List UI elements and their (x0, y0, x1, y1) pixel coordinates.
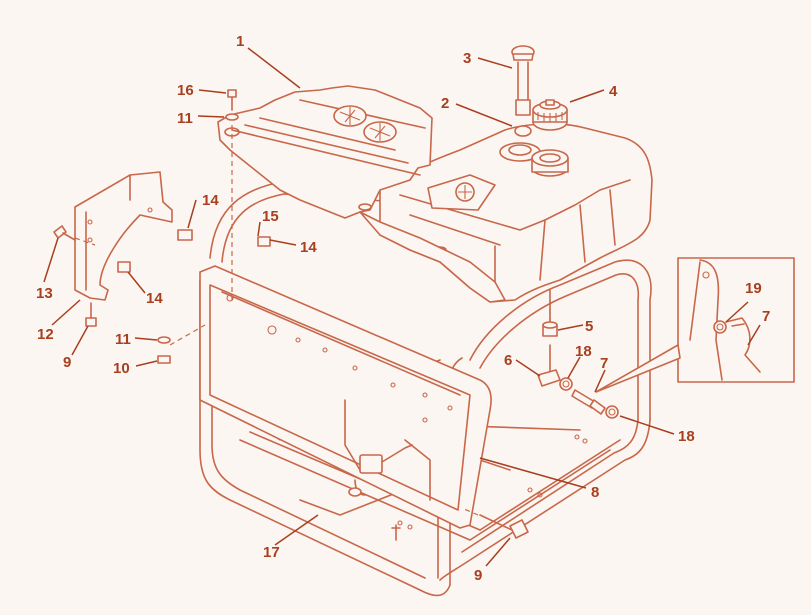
clips (117, 229, 271, 273)
callout-5: 5 (585, 318, 593, 335)
callout-19: 19 (745, 280, 762, 297)
callout-9-bottom: 9 (474, 567, 482, 584)
shroud-rear (359, 211, 506, 303)
detail-inset (595, 257, 795, 393)
callout-14-left: 14 (146, 290, 163, 307)
callout-12: 12 (37, 326, 54, 343)
callout-2: 2 (441, 95, 449, 112)
callout-15: 15 (262, 208, 279, 225)
callout-13: 13 (36, 285, 53, 302)
callout-11-mid: 11 (115, 331, 131, 348)
side-bracket (74, 171, 173, 301)
control-panel (199, 265, 492, 529)
callout-18-bottom: 18 (678, 428, 695, 445)
callout-6: 6 (504, 352, 512, 369)
callout-9-left: 9 (63, 354, 71, 371)
fasteners (53, 89, 619, 539)
assembly-lines (74, 125, 551, 516)
callout-7-inset: 7 (762, 308, 770, 325)
callout-8: 8 (591, 484, 599, 501)
tank-shroud (217, 85, 447, 254)
callout-17: 17 (263, 544, 280, 561)
callout-14-mid: 14 (300, 239, 317, 256)
callout-10: 10 (113, 360, 130, 377)
callout-18-top: 18 (575, 343, 592, 360)
leader-lines (43, 47, 761, 567)
callout-16: 16 (177, 82, 194, 99)
callout-11-top: 11 (177, 110, 193, 127)
callout-14-top: 14 (202, 192, 219, 209)
callout-labels: 1 2 3 4 5 6 18 7 18 8 17 9 16 11 14 15 1… (36, 33, 770, 584)
fuel-cap (532, 99, 568, 131)
callout-7-mid: 7 (600, 355, 608, 372)
fuel-gauge (511, 45, 535, 137)
callout-3: 3 (463, 50, 471, 67)
callout-1: 1 (236, 33, 244, 50)
callout-4: 4 (609, 83, 618, 100)
